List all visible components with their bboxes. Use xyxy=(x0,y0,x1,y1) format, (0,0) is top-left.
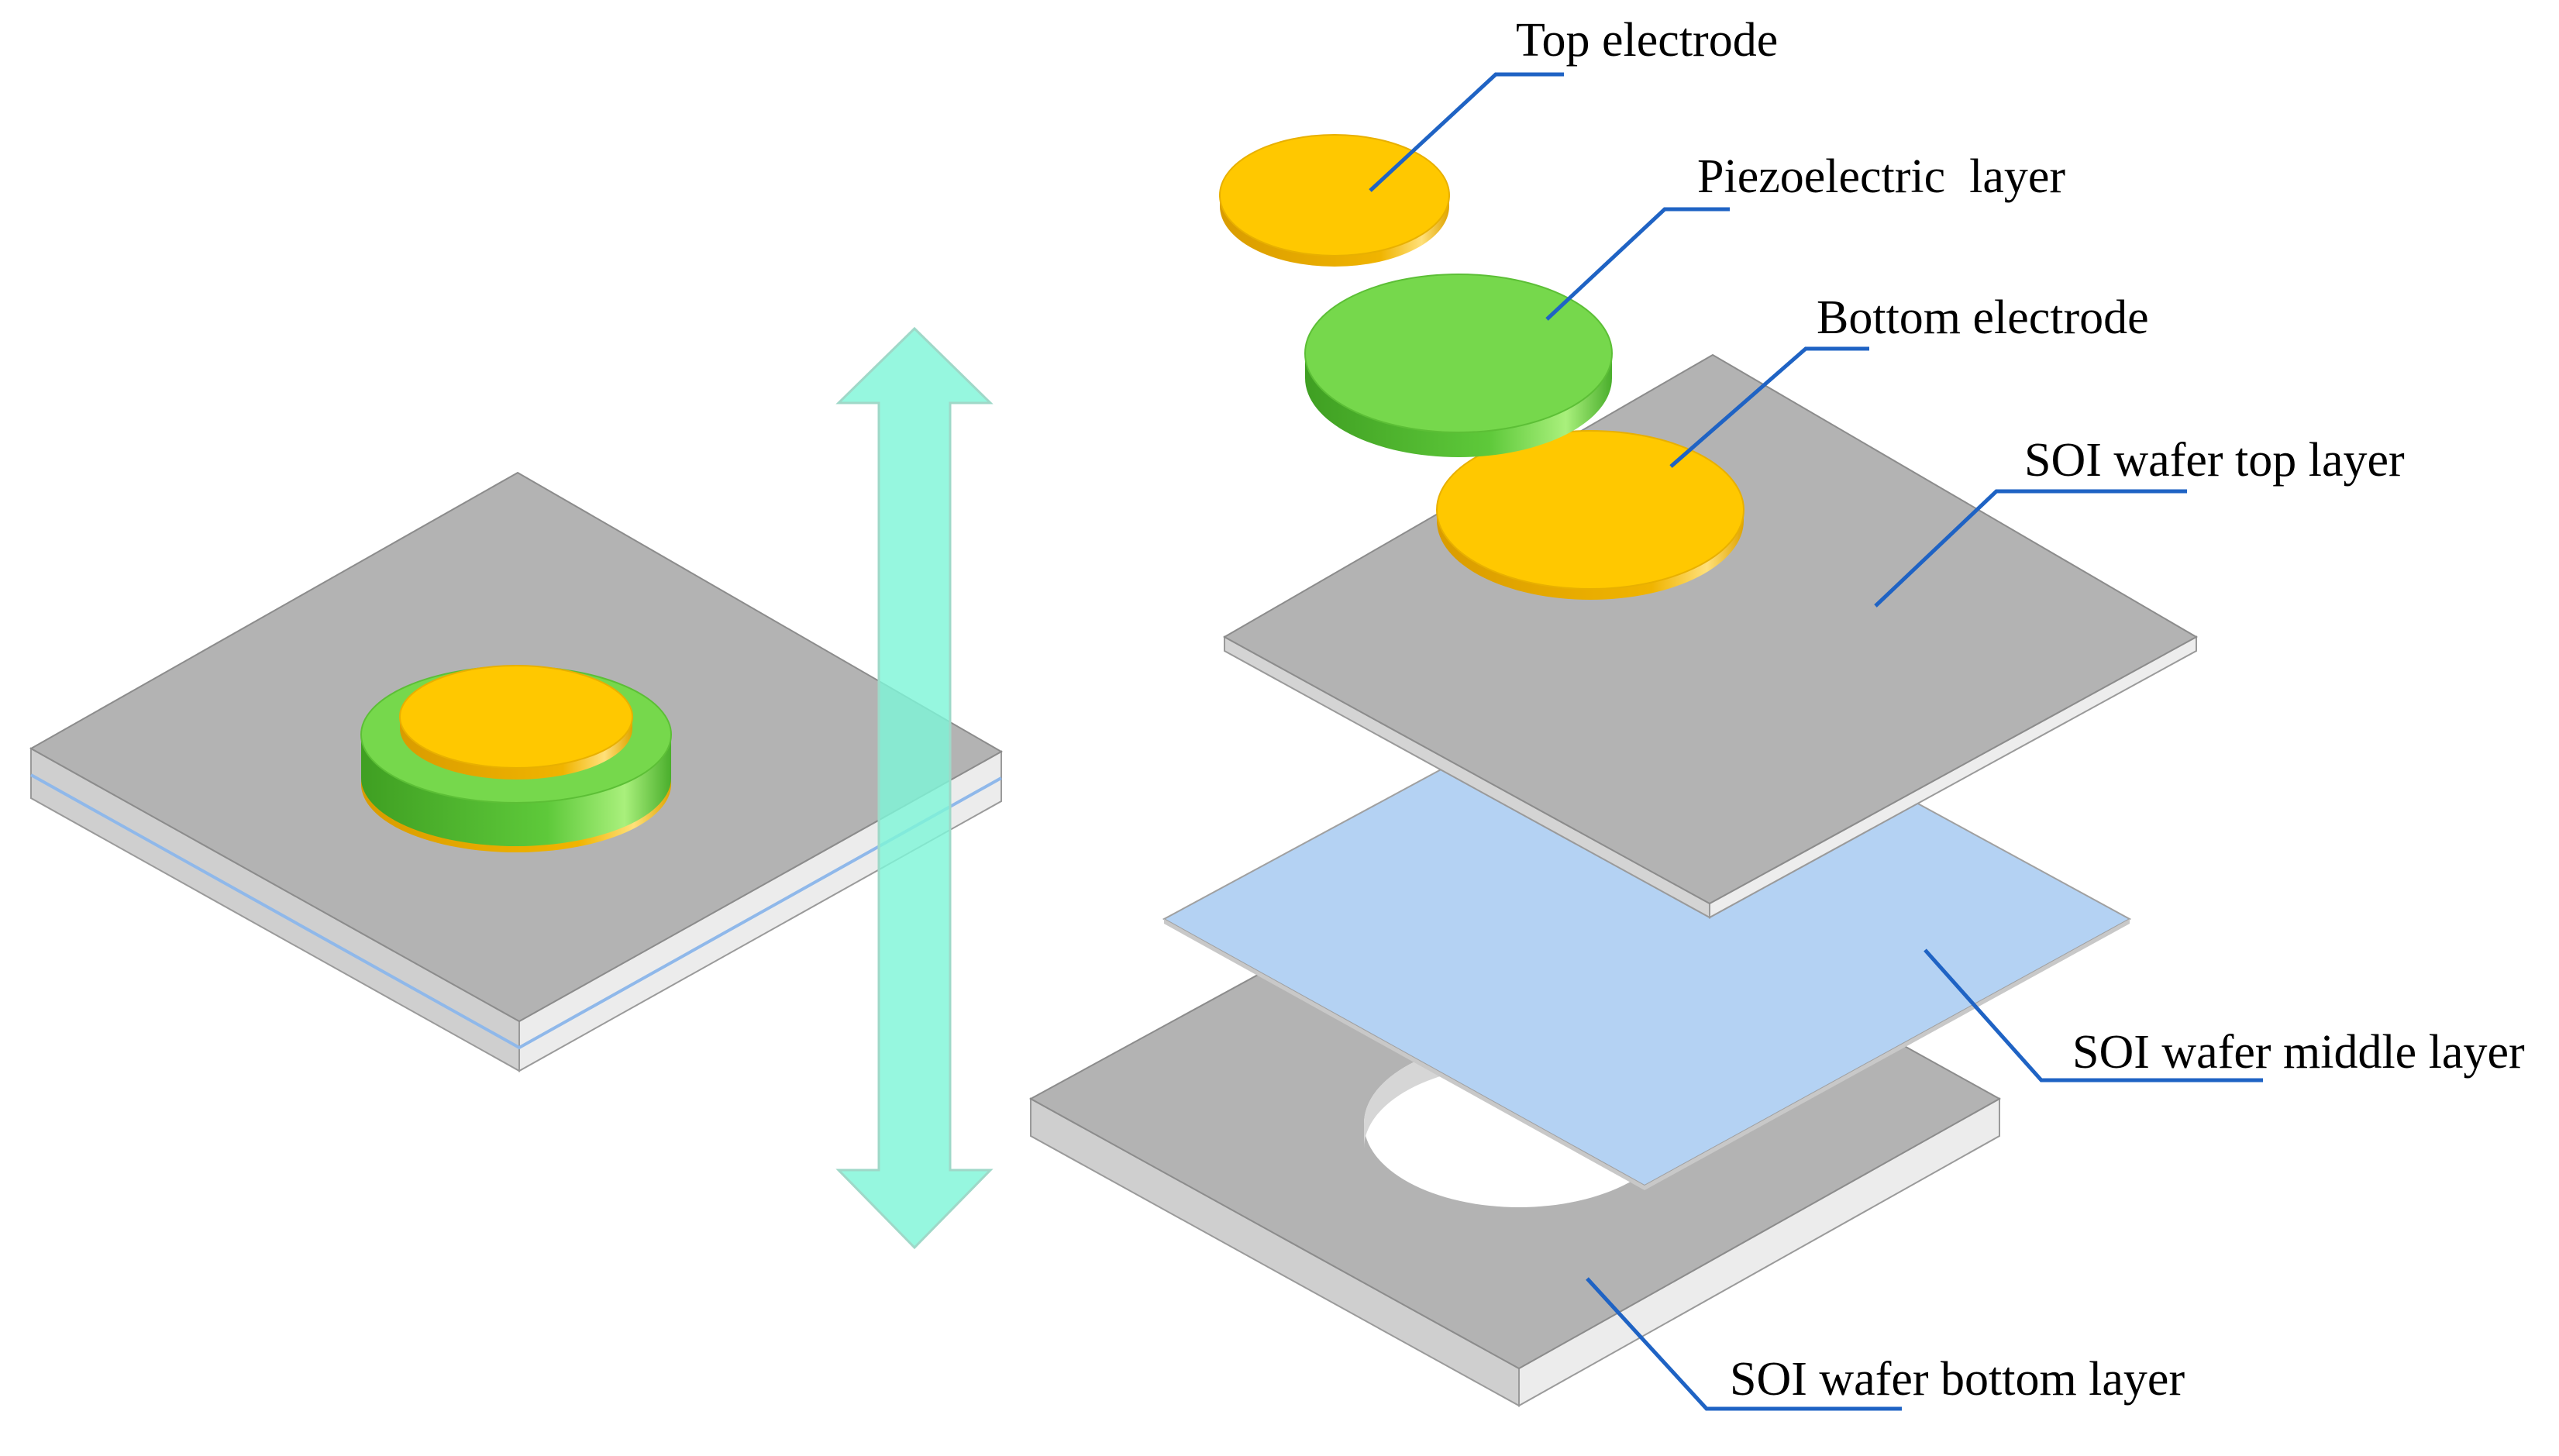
piezo-layer-side xyxy=(1305,353,1612,457)
label-piezoelectric-layer: Piezoelectric layer xyxy=(1697,150,2065,203)
leader-bottom-electrode xyxy=(1669,346,1869,468)
leader-soi-bottom xyxy=(1586,1277,1902,1411)
label-top-electrode: Top electrode xyxy=(1516,14,1778,67)
bottom-electrode-top xyxy=(1436,430,1744,590)
leader-soi-top xyxy=(1874,489,2187,608)
double-arrow xyxy=(835,326,994,1250)
label-soi-bottom: SOI wafer bottom layer xyxy=(1730,1353,2185,1406)
top-electrode-side xyxy=(1220,195,1449,267)
soi-top-layer xyxy=(1222,353,2199,919)
assembled-disk-stack xyxy=(360,665,672,852)
assembled-top-electrode-side xyxy=(400,717,632,780)
piezo-layer-top xyxy=(1304,274,1613,433)
top-electrode-top xyxy=(1219,134,1450,256)
leader-top-electrode xyxy=(1369,72,1564,192)
labels: Top electrode Piezoelectric layer Bottom… xyxy=(1516,14,2525,1406)
label-bottom-electrode: Bottom electrode xyxy=(1817,291,2149,344)
assembled-piezo-side xyxy=(361,735,671,846)
bottom-electrode xyxy=(1436,430,1744,600)
leader-piezoelectric-layer xyxy=(1545,207,1730,321)
leader-soi-middle xyxy=(1924,948,2263,1083)
label-soi-middle: SOI wafer middle layer xyxy=(2072,1026,2525,1079)
label-soi-top: SOI wafer top layer xyxy=(2024,434,2405,487)
top-electrode xyxy=(1219,134,1450,267)
leader-lines xyxy=(1369,72,2263,1411)
piezoelectric-layer xyxy=(1304,274,1613,457)
assembled-device xyxy=(29,471,1004,1072)
assembled-oxide-line xyxy=(30,773,1002,1050)
assembled-top-electrode xyxy=(399,665,633,769)
